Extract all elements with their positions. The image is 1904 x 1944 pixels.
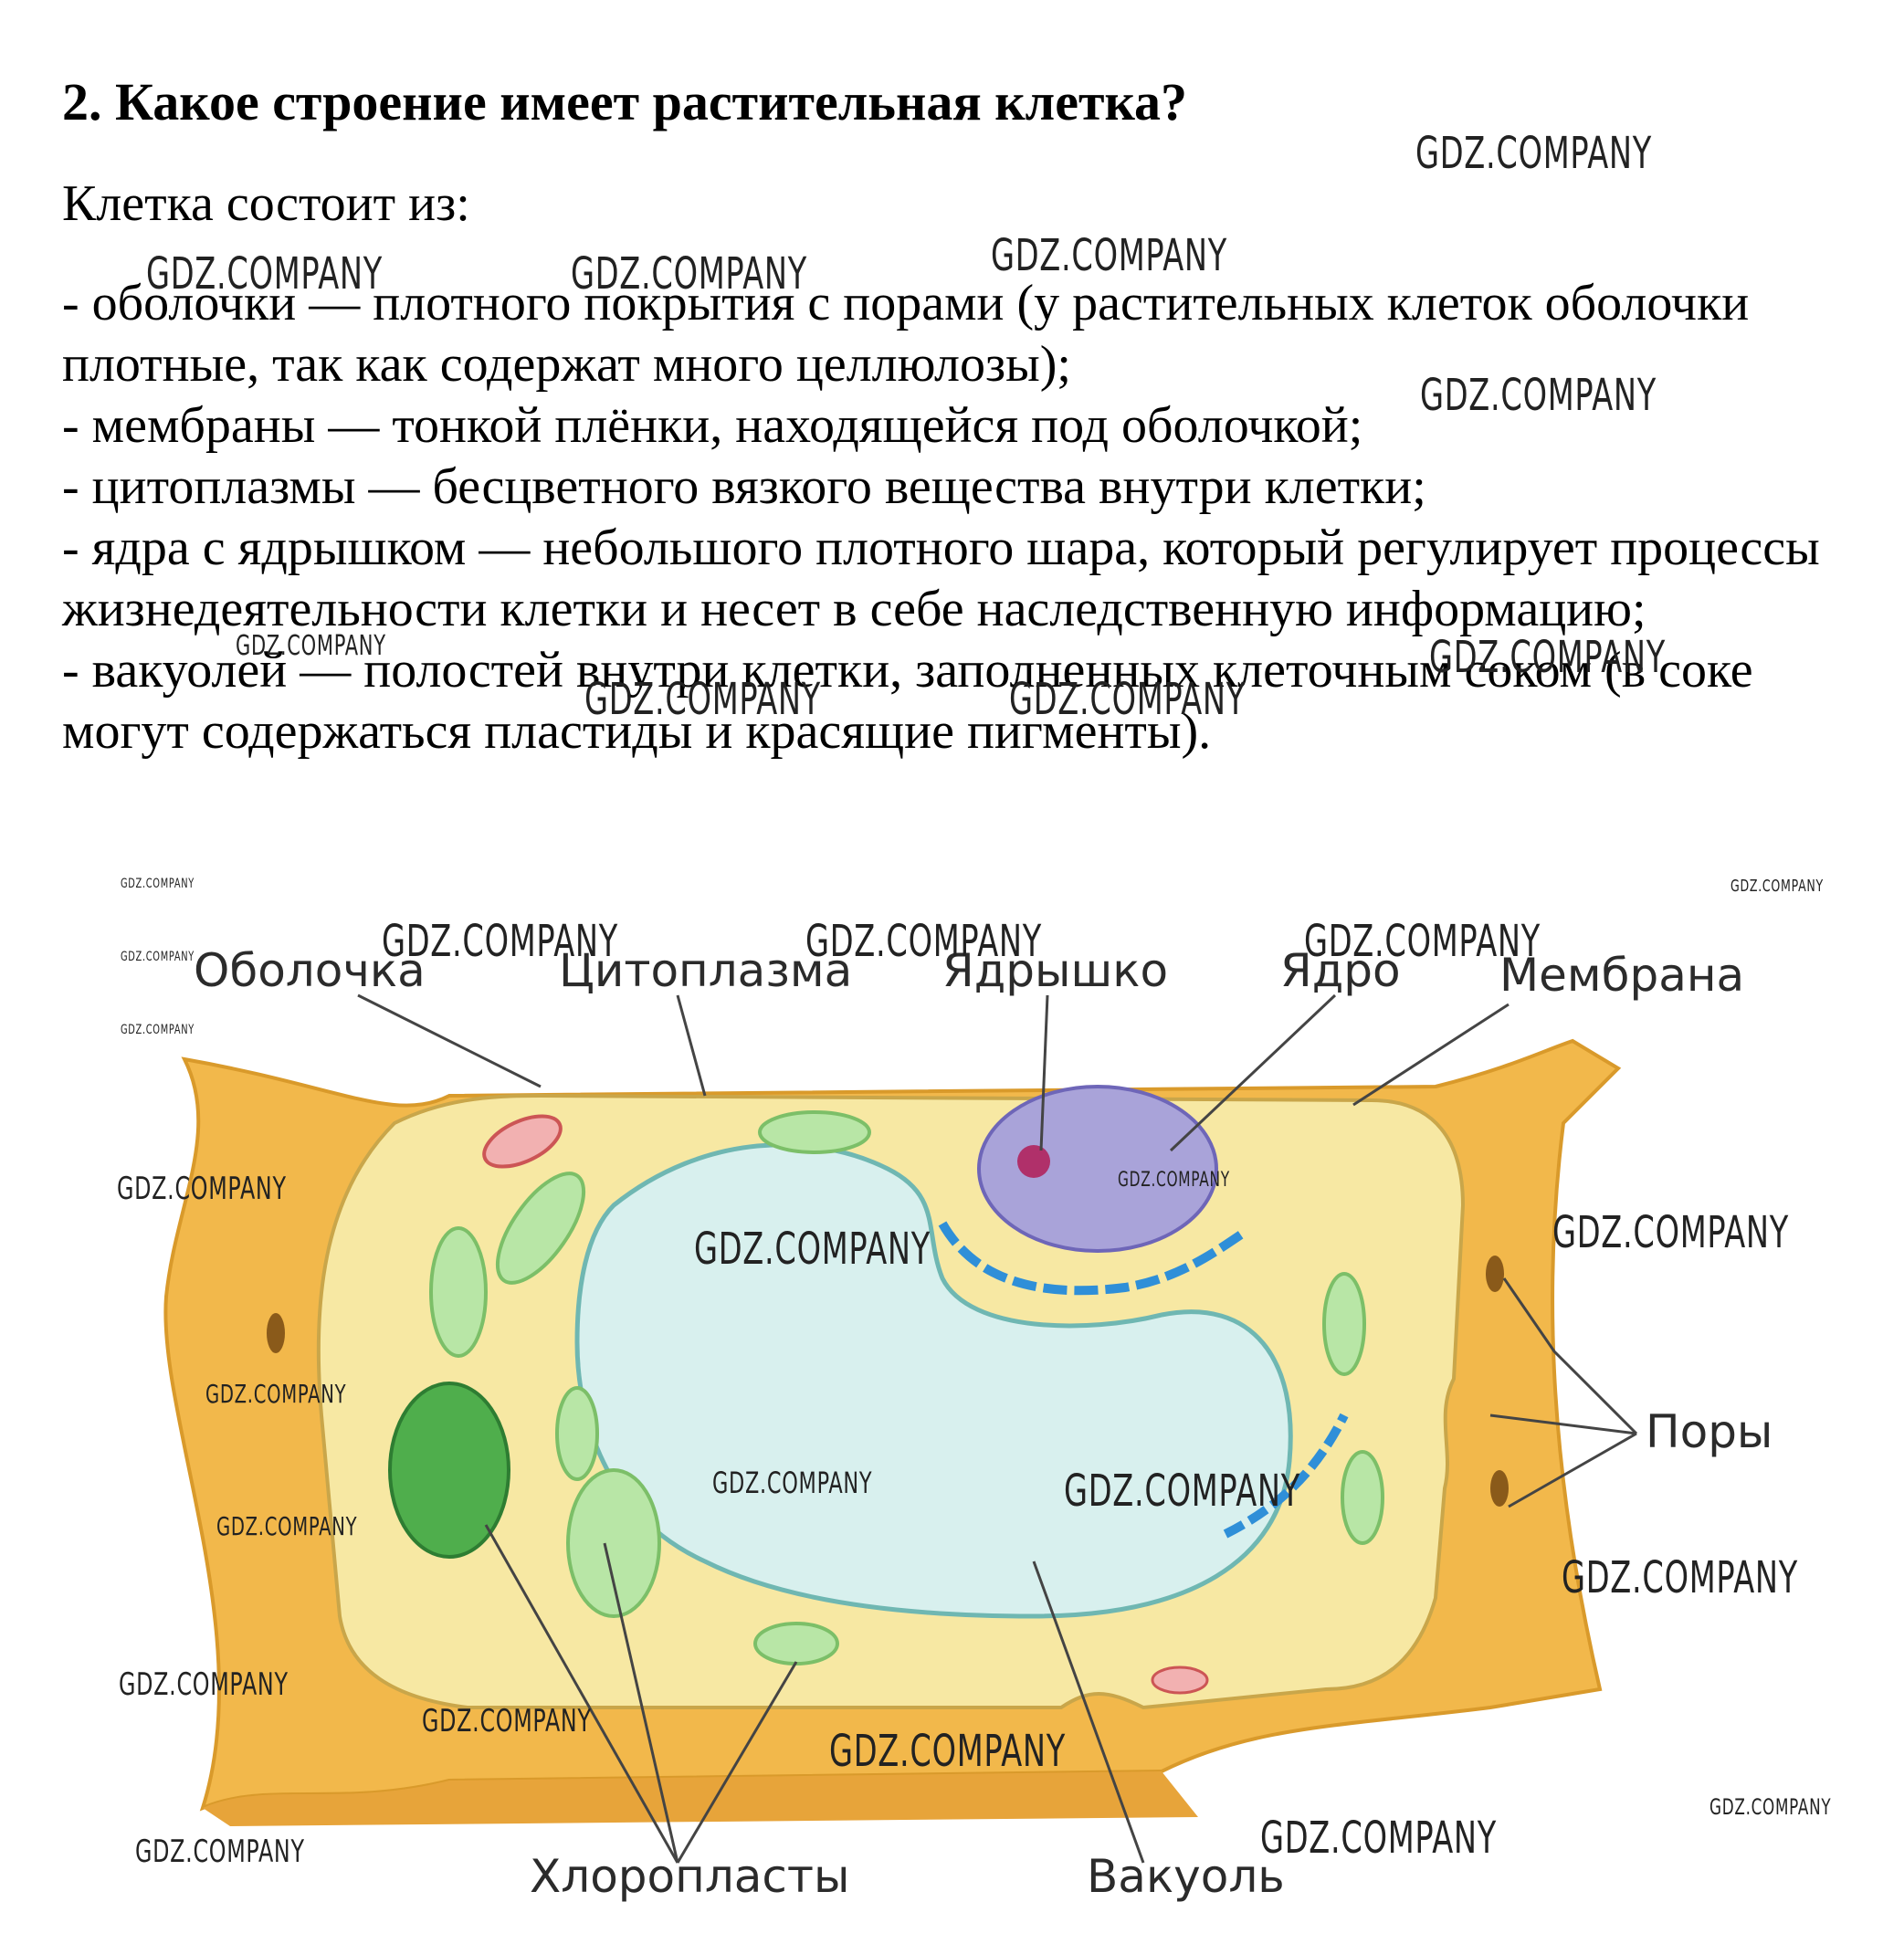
- answer-item-cytoplasm: - цитоплазмы — бесцветного вязкого вещес…: [62, 458, 1426, 515]
- reticulum-top: [938, 1221, 1247, 1296]
- mitochondrion: [1151, 1666, 1209, 1695]
- watermark: GDZ.COMPANY: [1420, 370, 1657, 421]
- answer-item-membrane: - мембраны — тонкой плёнки, находящейся …: [62, 397, 1363, 454]
- answer-text: Клетка состоит из: - оболочки — плотного…: [62, 173, 1879, 762]
- watermark: GDZ.COMPANY: [146, 248, 383, 299]
- watermark: GDZ.COMPANY: [119, 1666, 289, 1703]
- chloroplast: [429, 1226, 488, 1358]
- reticulum-right: [1223, 1413, 1349, 1539]
- label-nucleolus: Ядрышко: [942, 944, 1168, 997]
- watermark: GDZ.COMPANY: [422, 1703, 592, 1739]
- watermark: GDZ.COMPANY: [205, 1379, 347, 1409]
- watermark: GDZ.COMPANY: [117, 1171, 287, 1207]
- watermark: GDZ.COMPANY: [121, 950, 195, 964]
- chloroplast: [1341, 1450, 1384, 1545]
- watermark: GDZ.COMPANY: [1118, 1169, 1230, 1192]
- answer-intro: Клетка состоит из:: [62, 175, 470, 232]
- label-chloroplasts: Хлоропласты: [530, 1850, 850, 1903]
- watermark: GDZ.COMPANY: [1562, 1552, 1798, 1603]
- cell-wall-bottom: [203, 1771, 1198, 1826]
- answer-item-nucleus: - ядра с ядрышком — небольшого плотного …: [62, 520, 1820, 637]
- chloroplast: [1322, 1272, 1366, 1376]
- watermark: GDZ.COMPANY: [991, 230, 1227, 281]
- label-nucleus: Ядро: [1280, 944, 1401, 997]
- label-cytoplasm: Цитоплазма: [559, 944, 852, 997]
- watermark: GDZ.COMPANY: [216, 1511, 358, 1541]
- watermark: GDZ.COMPANY: [712, 1466, 873, 1500]
- chloroplast: [555, 1386, 599, 1481]
- leader-lines: [357, 993, 1638, 1864]
- question-title: 2. Какое строение имеет растительная кле…: [62, 72, 1187, 131]
- watermark: GDZ.COMPANY: [236, 630, 386, 662]
- pore: [1486, 1256, 1504, 1292]
- watermark: GDZ.COMPANY: [1064, 1466, 1300, 1517]
- watermark: GDZ.COMPANY: [571, 248, 807, 299]
- watermark: GDZ.COMPANY: [1552, 1207, 1789, 1258]
- chloroplast: [753, 1622, 839, 1666]
- answer-item-vacuole: - вакуолей — полостей внутри клетки, зап…: [62, 642, 1753, 760]
- chloroplast: [388, 1382, 510, 1559]
- nucleus: [977, 1085, 1218, 1253]
- watermark: GDZ.COMPANY: [1009, 674, 1246, 725]
- watermark: GDZ.COMPANY: [1260, 1813, 1497, 1864]
- watermark: GDZ.COMPANY: [121, 1023, 195, 1037]
- answer-item-shell: - оболочки — плотного покрытия с порами …: [62, 275, 1750, 393]
- watermark: GDZ.COMPANY: [382, 916, 618, 967]
- label-vacuole: Вакуоль: [1087, 1850, 1285, 1903]
- mitochondrion: [482, 1114, 563, 1169]
- chloroplast: [495, 1172, 586, 1285]
- label-shell: Оболочка: [194, 944, 426, 997]
- plant-cell-diagram: Оболочка Цитоплазма Ядрышко Ядро Мембран…: [163, 944, 1773, 1903]
- watermark: GDZ.COMPANY: [805, 916, 1042, 967]
- watermark: GDZ.COMPANY: [1304, 916, 1541, 967]
- watermark: GDZ.COMPANY: [829, 1726, 1066, 1777]
- watermark: GDZ.COMPANY: [1429, 632, 1666, 683]
- pore: [1490, 1470, 1509, 1507]
- watermark: GDZ.COMPANY: [1730, 877, 1824, 896]
- watermark: GDZ.COMPANY: [135, 1834, 305, 1870]
- label-pores: Поры: [1646, 1405, 1773, 1458]
- label-membrane: Мембрана: [1499, 949, 1744, 1002]
- pore: [267, 1313, 285, 1353]
- watermark: GDZ.COMPANY: [121, 877, 195, 891]
- watermark: GDZ.COMPANY: [1415, 128, 1652, 179]
- watermark: GDZ.COMPANY: [1709, 1794, 1832, 1820]
- watermark: GDZ.COMPANY: [584, 674, 821, 725]
- watermark: GDZ.COMPANY: [694, 1224, 931, 1275]
- chloroplast: [566, 1468, 661, 1618]
- chloroplast: [758, 1110, 871, 1154]
- nucleolus: [1017, 1145, 1050, 1178]
